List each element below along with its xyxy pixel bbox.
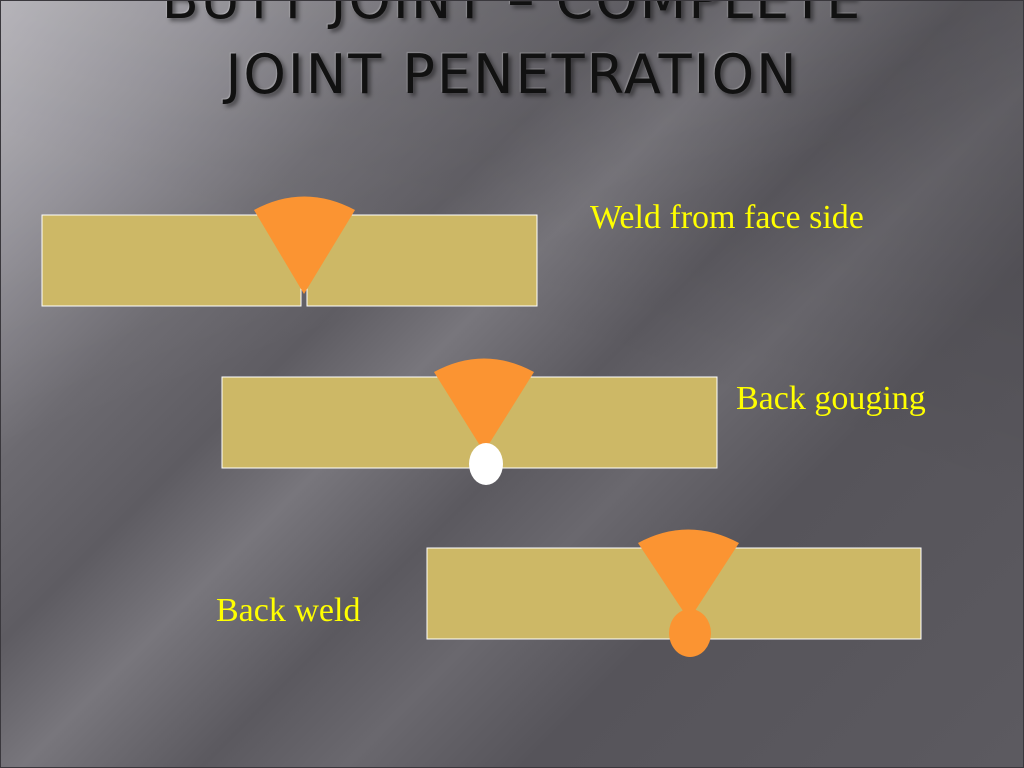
slide-title-line2: JOINT PENETRATION bbox=[225, 43, 799, 106]
joined-plate bbox=[221, 376, 718, 469]
back-weld-bead bbox=[669, 609, 711, 657]
face-weld-bead bbox=[254, 196, 355, 294]
label-weld-from-face-side: Weld from face side bbox=[590, 199, 864, 236]
slide-title-line1: BUTT JOINT – COMPLETE bbox=[0, 0, 1024, 27]
diagram-back-gouging bbox=[221, 358, 718, 485]
diagram-back-weld bbox=[426, 529, 922, 657]
plate-left bbox=[41, 214, 302, 307]
label-back-gouging: Back gouging bbox=[736, 380, 926, 417]
face-weld-bead bbox=[638, 529, 739, 620]
label-back-weld: Back weld bbox=[216, 592, 361, 629]
face-weld-bead bbox=[434, 358, 534, 452]
plate-right bbox=[306, 214, 538, 307]
joined-plate bbox=[426, 547, 922, 640]
back-gouge-groove bbox=[469, 443, 503, 485]
diagram-weld-from-face-side bbox=[41, 196, 538, 307]
